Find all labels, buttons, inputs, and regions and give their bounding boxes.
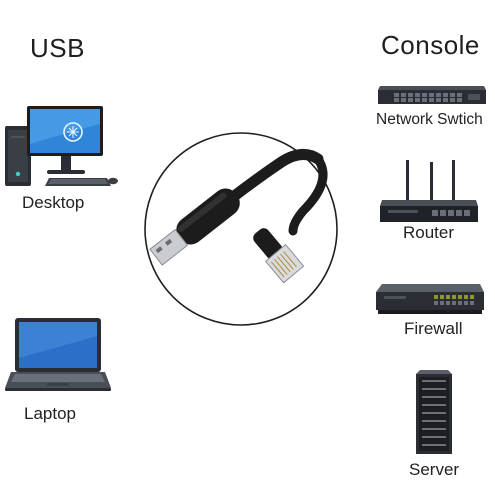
console-cable-image: DTECH xyxy=(143,131,339,327)
server-rack-icon xyxy=(414,370,454,456)
router-icon xyxy=(378,160,480,226)
network-switch-label: Network Swtich xyxy=(376,111,483,128)
server-label: Server xyxy=(409,460,460,479)
router-label: Router xyxy=(403,223,455,242)
usb-heading: USB xyxy=(30,33,85,63)
firewall-icon xyxy=(374,282,486,316)
desktop-label: Desktop xyxy=(22,193,85,212)
firewall-label: Firewall xyxy=(404,319,463,338)
laptop-icon xyxy=(5,318,111,392)
network-switch-icon xyxy=(376,82,488,108)
laptop-label: Laptop xyxy=(24,404,76,423)
console-heading: Console xyxy=(381,30,480,60)
desktop-computer-icon xyxy=(3,104,123,194)
